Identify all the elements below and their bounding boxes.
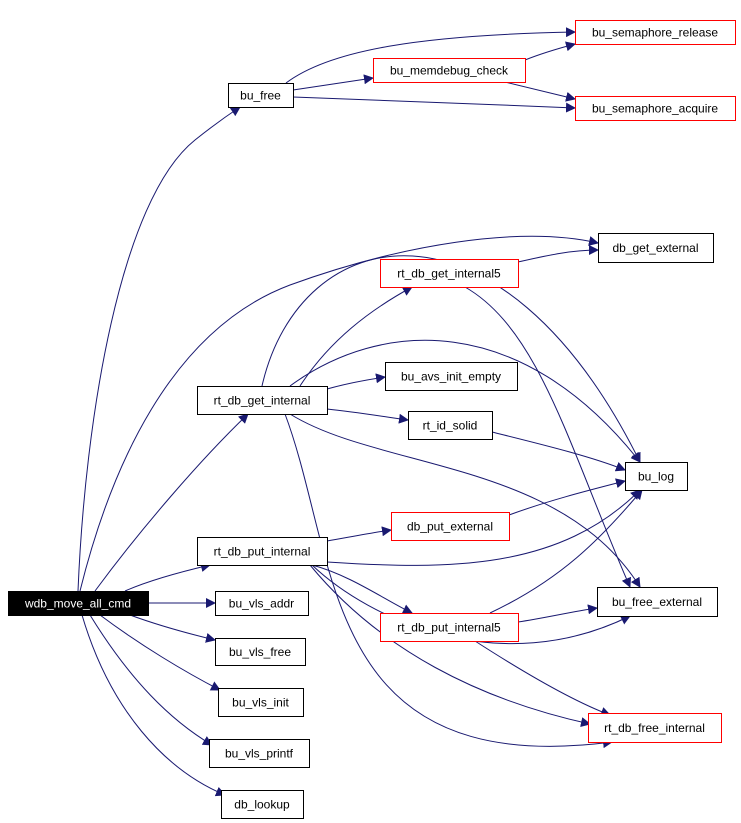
edge-bu_free-to-bu_memdebug_check [292, 74, 374, 91]
edge-bu_free-to-bu_semaphore_release [285, 27, 576, 84]
edge-db_put_external-to-bu_log [508, 478, 626, 516]
node-box [197, 537, 328, 566]
node-db_put_external[interactable]: db_put_external [391, 512, 510, 541]
edge-rt_db_put_internal5-to-bu_log [489, 489, 643, 614]
node-label: wdb_move_all_cmd [24, 597, 131, 611]
edge-wdb_move_all_cmd-to-bu_free [77, 106, 241, 592]
nodes-layer: wdb_move_all_cmd bu_free bu_memdebug_check… [8, 20, 736, 819]
node-box [598, 233, 714, 263]
node-label: bu_avs_init_empty [401, 370, 501, 384]
node-box [575, 96, 736, 121]
edge-rt_db_get_internal-to-bu_avs_init_empty [326, 373, 386, 390]
node-bu_free[interactable]: bu_free [228, 83, 294, 108]
node-label: rt_db_get_internal [214, 394, 311, 408]
edge-wdb_move_all_cmd-to-db_lookup [81, 614, 226, 797]
edge-rt_db_put_internal-to-rt_db_put_internal5 [311, 564, 413, 614]
node-bu_vls_printf[interactable]: bu_vls_printf [209, 739, 310, 768]
node-rt_db_put_internal[interactable]: rt_db_put_internal [197, 537, 328, 566]
edge-wdb_move_all_cmd-to-rt_db_get_internal [94, 413, 249, 592]
node-label: db_get_external [612, 241, 698, 255]
edge-rt_db_get_internal-to-bu_log [289, 339, 641, 463]
node-label: bu_semaphore_acquire [592, 102, 718, 116]
node-box [391, 512, 510, 541]
node-box [228, 83, 294, 108]
edge-bu_memdebug_check-to-bu_semaphore_release [524, 41, 576, 61]
node-box [215, 638, 306, 666]
node-label: rt_db_get_internal5 [397, 267, 501, 281]
node-bu_log[interactable]: bu_log [625, 462, 688, 491]
edge-wdb_move_all_cmd-to-bu_vls_init [99, 614, 221, 691]
node-label: bu_vls_free [229, 645, 291, 659]
node-label: rt_id_solid [423, 419, 478, 433]
node-label: bu_free_external [612, 595, 702, 609]
node-label: rt_db_put_internal [214, 545, 311, 559]
node-box [209, 739, 310, 768]
node-label: bu_vls_init [232, 696, 289, 710]
node-bu_free_external[interactable]: bu_free_external [597, 587, 718, 617]
node-label: rt_db_free_internal [604, 721, 705, 735]
edge-rt_db_put_internal-to-db_put_external [326, 526, 392, 542]
node-label: bu_log [638, 470, 674, 484]
edge-rt_db_put_internal-to-rt_db_free_internal [309, 564, 591, 727]
edge-wdb_move_all_cmd-to-bu_vls_printf [89, 614, 213, 746]
node-box [575, 20, 736, 45]
edge-rt_db_put_internal-to-bu_log [326, 489, 641, 566]
node-box [380, 613, 519, 642]
node-label: bu_vls_printf [225, 747, 294, 761]
node-bu_vls_init[interactable]: bu_vls_init [218, 688, 304, 717]
node-label: bu_semaphore_release [592, 26, 718, 40]
node-rt_db_get_internal5[interactable]: rt_db_get_internal5 [380, 259, 519, 288]
node-box [8, 591, 149, 616]
node-box [221, 790, 304, 819]
node-bu_vls_free[interactable]: bu_vls_free [215, 638, 306, 666]
node-db_get_external[interactable]: db_get_external [598, 233, 714, 263]
node-bu_vls_addr[interactable]: bu_vls_addr [215, 591, 309, 616]
node-label: db_put_external [407, 520, 493, 534]
node-box [373, 58, 526, 83]
edge-rt_id_solid-to-bu_log [491, 431, 626, 472]
edge-rt_db_get_internal-to-rt_db_free_internal [284, 413, 613, 749]
node-rt_db_get_internal[interactable]: rt_db_get_internal [197, 386, 328, 415]
edge-wdb_move_all_cmd-to-bu_vls_free [129, 614, 216, 643]
node-box [625, 462, 688, 491]
edge-rt_db_get_internal-to-bu_free_external [289, 413, 641, 588]
node-box [588, 713, 722, 743]
node-label: bu_free [240, 89, 281, 103]
node-bu_memdebug_check[interactable]: bu_memdebug_check [373, 58, 526, 83]
node-box [597, 587, 718, 617]
node-label: db_lookup [234, 798, 290, 812]
node-db_lookup[interactable]: db_lookup [221, 790, 304, 819]
node-box [197, 386, 328, 415]
node-box [218, 688, 304, 717]
node-box [385, 362, 518, 391]
node-label: rt_db_put_internal5 [397, 621, 501, 635]
edges-layer [77, 27, 643, 797]
node-bu_semaphore_release[interactable]: bu_semaphore_release [575, 20, 736, 45]
edge-rt_db_get_internal5-to-bu_free_external [464, 286, 631, 588]
edge-rt_db_put_internal5-to-bu_free_external [517, 604, 598, 623]
edge-rt_db_get_internal-to-db_get_external [261, 255, 641, 463]
edge-rt_db_put_internal5-to-rt_db_free_internal [474, 640, 611, 717]
node-rt_id_solid[interactable]: rt_id_solid [408, 411, 493, 440]
edge-rt_db_get_internal5-to-db_get_external [517, 245, 599, 263]
node-bu_semaphore_acquire[interactable]: bu_semaphore_acquire [575, 96, 736, 121]
node-box [215, 591, 309, 616]
edge-wdb_move_all_cmd-to-rt_db_put_internal [124, 562, 211, 592]
node-wdb_move_all_cmd[interactable]: wdb_move_all_cmd [8, 591, 149, 616]
node-label: bu_vls_addr [229, 597, 294, 611]
edge-bu_free-to-bu_semaphore_acquire [292, 96, 576, 113]
node-box [408, 411, 493, 440]
edge-rt_db_get_internal-to-rt_db_get_internal5 [299, 286, 413, 387]
node-rt_db_put_internal5[interactable]: rt_db_put_internal5 [380, 613, 519, 642]
node-rt_db_free_internal[interactable]: rt_db_free_internal [588, 713, 722, 743]
edge-bu_memdebug_check-to-bu_semaphore_acquire [504, 81, 576, 102]
node-bu_avs_init_empty[interactable]: bu_avs_init_empty [385, 362, 518, 391]
edge-wdb_move_all_cmd-to-db_get_external [79, 235, 599, 592]
edge-rt_db_get_internal-to-rt_id_solid [326, 408, 409, 424]
node-box [380, 259, 519, 288]
node-label: bu_memdebug_check [390, 64, 509, 78]
